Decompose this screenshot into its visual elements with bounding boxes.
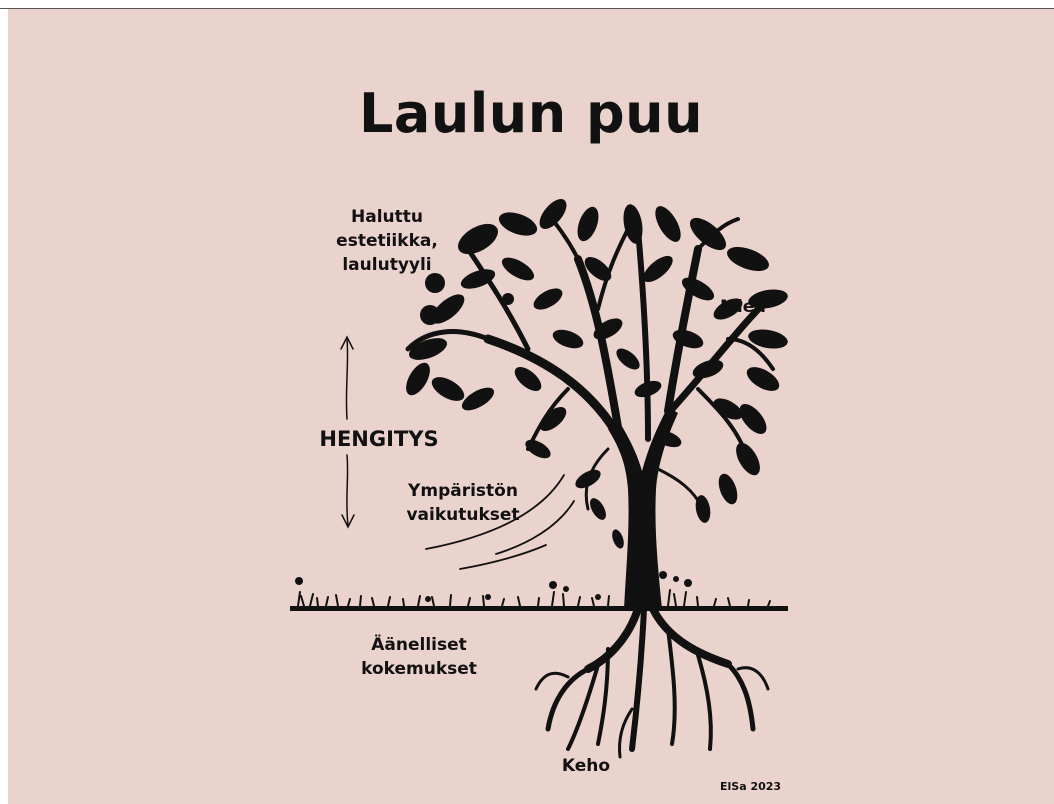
credit-text: ElSa 2023	[720, 780, 781, 793]
label-environment: Ympäristön vaikutukset	[388, 479, 538, 527]
label-body: Keho	[556, 754, 616, 778]
label-mind: Mieli	[720, 295, 780, 319]
label-aesthetic-line-3: laulutyyli	[312, 253, 462, 277]
page-title: Laulun puu	[8, 87, 1054, 141]
arrow-down-icon	[347, 455, 348, 525]
label-environment-line-2: vaikutukset	[388, 503, 538, 527]
label-environment-line-1: Ympäristön	[388, 479, 538, 503]
apple-icon	[420, 305, 440, 325]
label-aesthetic-line-1: Haluttu	[312, 205, 462, 229]
label-sound-experiences: Äänelliset kokemukset	[354, 633, 484, 681]
roots	[536, 609, 768, 757]
label-sound-line-1: Äänelliset	[354, 633, 484, 657]
window-top-border	[0, 0, 1054, 9]
label-aesthetic-line-2: estetiikka,	[312, 229, 462, 253]
ground-line	[290, 606, 788, 611]
label-breathing: HENGITYS	[304, 427, 454, 451]
arrow-up-icon	[346, 339, 347, 419]
slide: Laulun puu Haluttu estetiikka, laulutyyl…	[8, 9, 1054, 804]
label-aesthetic: Haluttu estetiikka, laulutyyli	[312, 205, 462, 277]
label-sound-line-2: kokemukset	[354, 657, 484, 681]
apple-icon	[502, 293, 514, 305]
grass	[298, 590, 770, 606]
